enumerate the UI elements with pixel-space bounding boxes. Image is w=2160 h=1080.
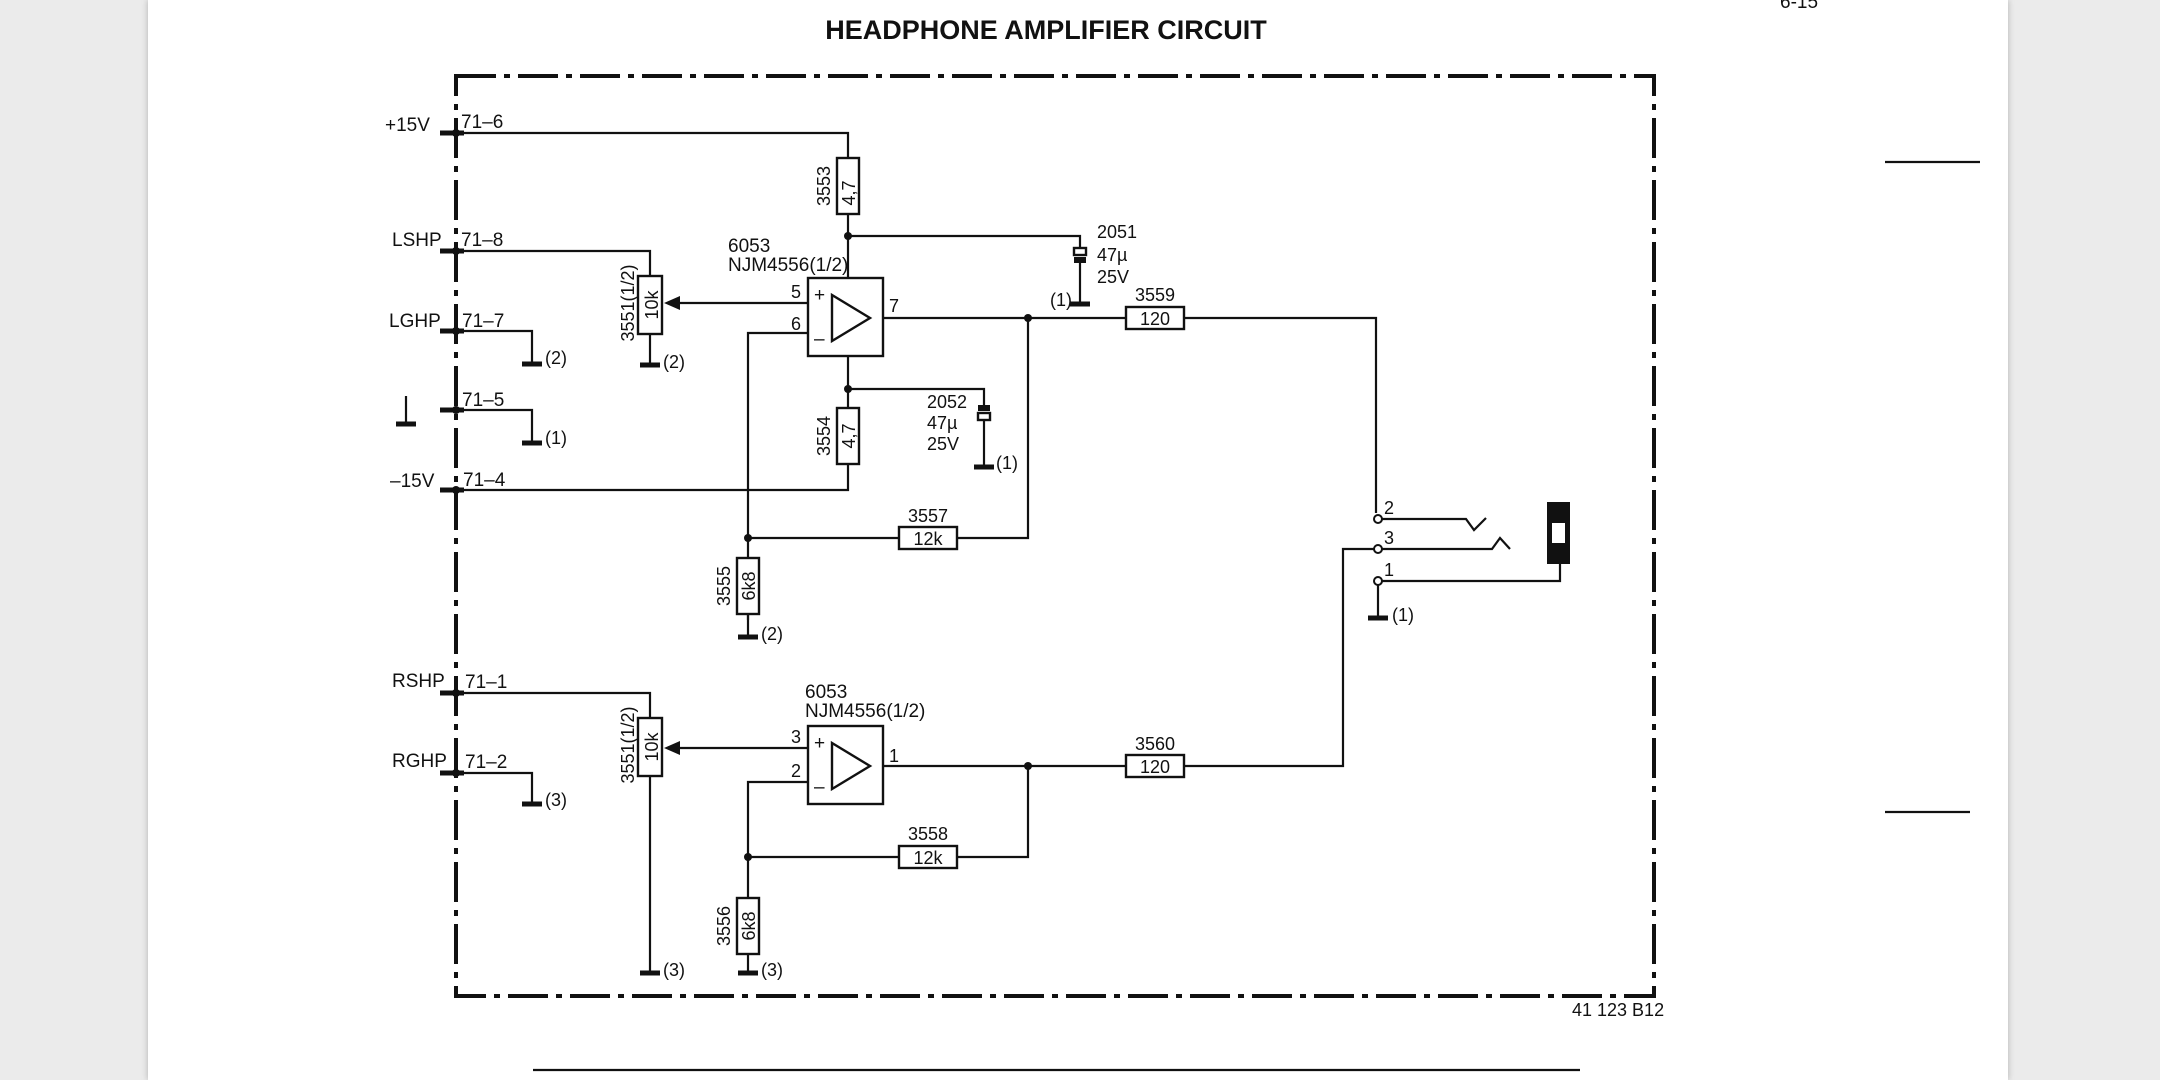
svg-text:7: 7 (889, 296, 899, 316)
potentiometer-right: 10k 3551(1/2) (3) (618, 706, 685, 980)
svg-text:6053: 6053 (805, 682, 847, 703)
svg-text:3557: 3557 (908, 506, 948, 526)
svg-text:NJM4556(1/2): NJM4556(1/2) (805, 701, 925, 722)
svg-text:10k: 10k (642, 731, 662, 761)
pin-label: 71–8 (461, 230, 503, 251)
svg-text:(3): (3) (761, 960, 783, 980)
svg-text:2052: 2052 (927, 392, 967, 412)
resistor-3555: 6k8 3555 (714, 556, 761, 616)
opamp-6053-bottom: + – 6053 NJM4556(1/2) 3 2 1 (791, 682, 925, 806)
svg-text:6: 6 (791, 314, 801, 334)
pin-label: 71–4 (463, 470, 506, 491)
signal-label: +15V (385, 115, 430, 136)
svg-text:1: 1 (889, 746, 899, 766)
svg-text:12k: 12k (913, 529, 943, 549)
signal-label: RSHP (392, 671, 445, 692)
resistor-3556: 6k8 3556 (714, 896, 761, 956)
svg-text:6k8: 6k8 (739, 571, 759, 600)
svg-text:120: 120 (1140, 757, 1170, 777)
pin-label: 71–1 (465, 672, 507, 693)
svg-text:3559: 3559 (1135, 285, 1175, 305)
capacitor-2051: 2051 47µ 25V (1) (1050, 222, 1137, 310)
capacitor-2052: 2052 47µ 25V (1) (927, 392, 1018, 473)
svg-text:(2): (2) (545, 348, 567, 368)
svg-text:3551(1/2): 3551(1/2) (618, 264, 638, 341)
svg-text:+: + (814, 285, 825, 306)
chassis-ground-icon (396, 396, 416, 427)
opamp-6053-top: + – 6053 NJM4556(1/2) 5 6 7 (728, 236, 899, 358)
svg-text:4,7: 4,7 (839, 423, 859, 448)
svg-text:(2): (2) (761, 624, 783, 644)
svg-text:10k: 10k (642, 289, 662, 319)
signal-label: LSHP (392, 230, 442, 251)
signal-label: –15V (390, 471, 435, 492)
svg-text:(1): (1) (1392, 605, 1414, 625)
svg-text:3551(1/2): 3551(1/2) (618, 706, 638, 783)
resistor-3557: 12k 3557 (897, 506, 959, 551)
svg-text:3558: 3558 (908, 824, 948, 844)
pin-label: 71–5 (462, 390, 504, 411)
potentiometer-left: 10k 3551(1/2) (2) (618, 264, 685, 372)
svg-text:3553: 3553 (814, 166, 834, 206)
svg-text:120: 120 (1140, 309, 1170, 329)
svg-text:+: + (814, 733, 825, 754)
headphone-jack: 2 3 1 (1) (1368, 498, 1570, 625)
svg-text:25V: 25V (1097, 267, 1129, 287)
svg-text:47µ: 47µ (927, 413, 957, 433)
svg-text:1: 1 (1384, 560, 1394, 580)
svg-text:–: – (814, 329, 825, 350)
svg-text:(1): (1) (545, 428, 567, 448)
module-frame (454, 74, 1656, 998)
svg-text:(1): (1) (1050, 290, 1072, 310)
svg-text:5: 5 (791, 282, 801, 302)
pin-label: 71–6 (461, 112, 503, 133)
pin-label: 71–7 (462, 311, 504, 332)
svg-text:6053: 6053 (728, 236, 770, 257)
svg-text:(3): (3) (663, 960, 685, 980)
signal-label: RGHP (392, 751, 447, 772)
signal-label: LGHP (389, 311, 441, 332)
svg-text:3556: 3556 (714, 906, 734, 946)
resistor-3560: 120 3560 (1124, 734, 1186, 779)
svg-text:2: 2 (791, 761, 801, 781)
svg-text:3: 3 (791, 727, 801, 747)
svg-text:–: – (814, 777, 825, 798)
svg-text:NJM4556(1/2): NJM4556(1/2) (728, 255, 848, 276)
svg-text:25V: 25V (927, 434, 959, 454)
connector-71: +15V 71–6 LSHP 71–8 LGHP 71–7 71–5 –15V … (385, 112, 507, 777)
margin-marks (1885, 160, 1980, 814)
resistor-3558: 12k 3558 (897, 824, 959, 870)
svg-text:3560: 3560 (1135, 734, 1175, 754)
page-number: 6-15 (1780, 0, 1818, 13)
svg-text:4,7: 4,7 (839, 180, 859, 205)
drawing-code: 41 123 B12 (1572, 1000, 1664, 1020)
jack-plug-icon (1547, 502, 1570, 564)
svg-text:(3): (3) (545, 790, 567, 810)
svg-text:2: 2 (1384, 498, 1394, 518)
resistor-3554: 4,7 3554 (814, 406, 861, 466)
svg-text:47µ: 47µ (1097, 245, 1127, 265)
svg-text:(1): (1) (996, 453, 1018, 473)
resistor-3559: 120 3559 (1124, 285, 1186, 331)
svg-text:2051: 2051 (1097, 222, 1137, 242)
diagram-title: HEADPHONE AMPLIFIER CIRCUIT (825, 15, 1267, 45)
svg-text:3555: 3555 (714, 566, 734, 606)
svg-text:6k8: 6k8 (739, 911, 759, 940)
svg-text:(2): (2) (663, 352, 685, 372)
svg-text:12k: 12k (913, 848, 943, 868)
pin-label: 71–2 (465, 752, 507, 773)
svg-text:3554: 3554 (814, 416, 834, 456)
resistor-3553: 4,7 3553 (814, 156, 861, 216)
svg-text:3: 3 (1384, 528, 1394, 548)
